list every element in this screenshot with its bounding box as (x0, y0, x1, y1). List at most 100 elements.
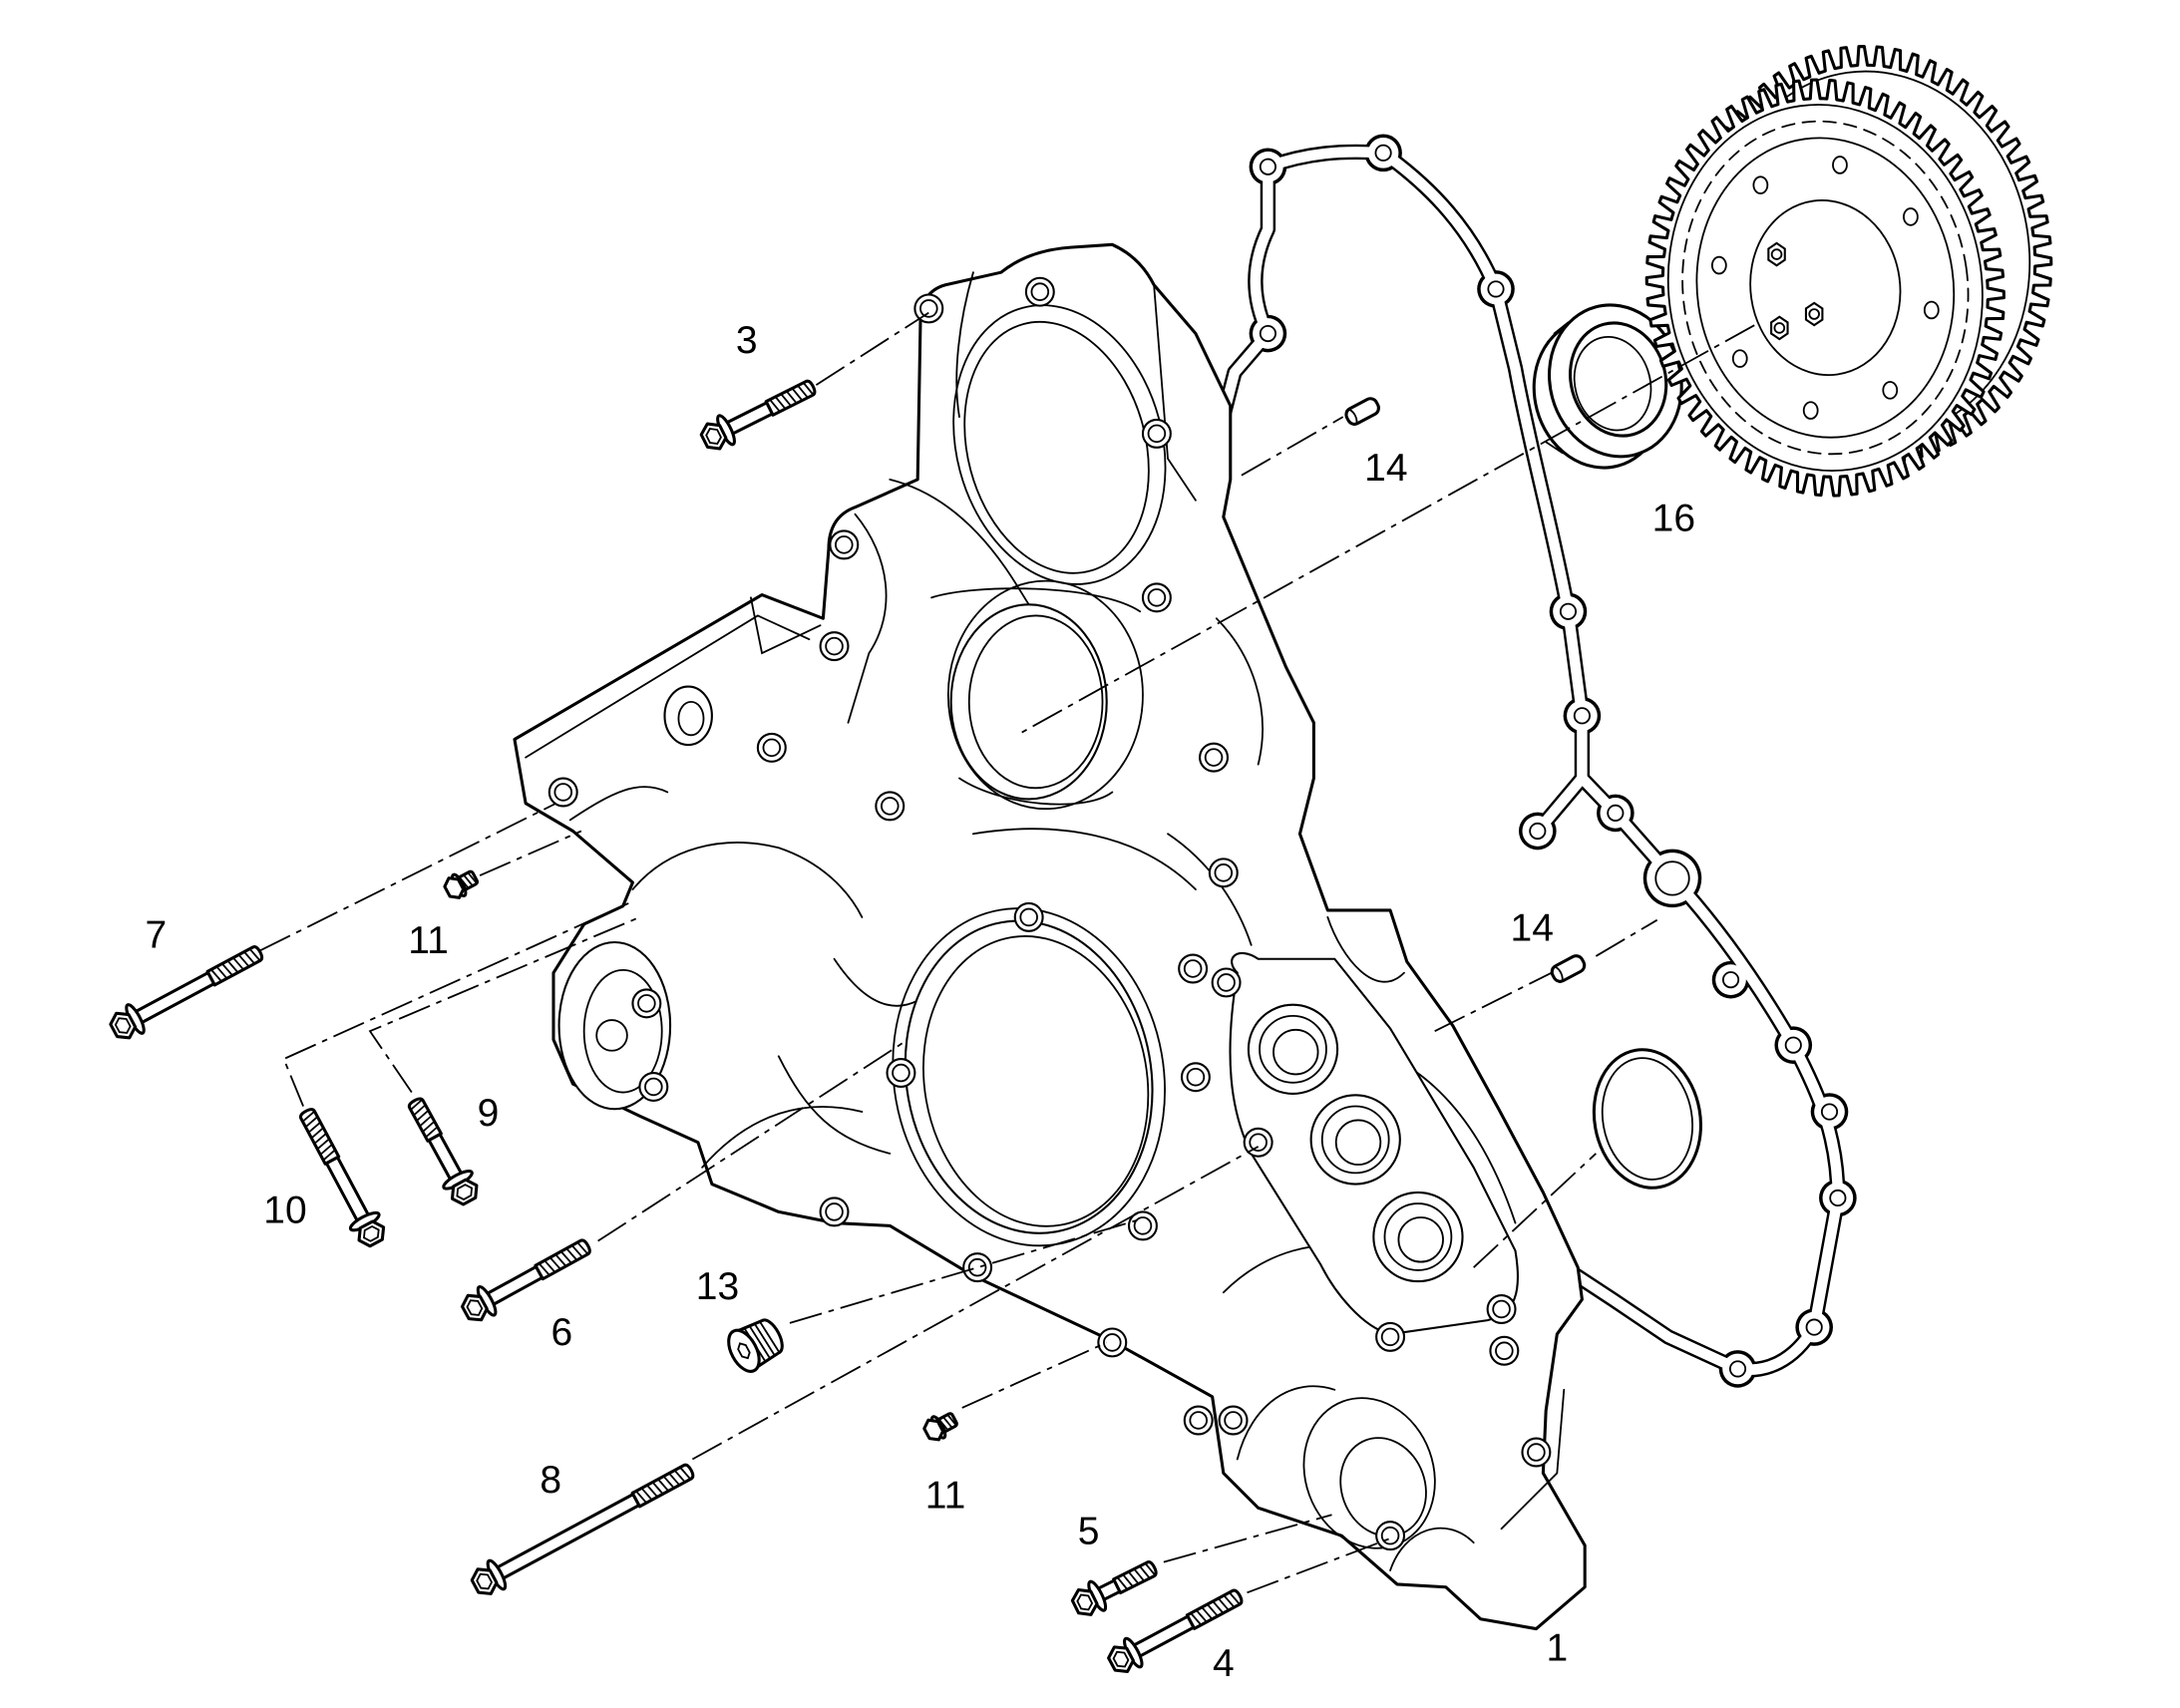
bolt-hole-boss (886, 1058, 916, 1089)
bolt-head-hex (109, 1011, 138, 1040)
bolt-head-hex (699, 422, 728, 451)
thread-line (415, 1109, 430, 1122)
bolt-hole (762, 738, 782, 758)
thread-line (946, 1413, 958, 1427)
bolt-head-face (1076, 1593, 1094, 1611)
callout-14-lower: 14 (1511, 907, 1554, 950)
upper-bore-outer (952, 304, 1167, 585)
gasket-lobe-faces (1253, 137, 1854, 1385)
bolt-hole (1492, 1299, 1511, 1319)
bolt-hole (1224, 1411, 1243, 1430)
thread-line (1138, 1564, 1151, 1579)
fasteners (109, 379, 1587, 1673)
thread-line (570, 1244, 583, 1258)
leader-line (961, 1341, 1108, 1409)
lower-bore-inner (922, 935, 1150, 1227)
leader-line (789, 1218, 1138, 1324)
bolt-hole-boss (1486, 1293, 1517, 1324)
cover-contour (568, 786, 669, 822)
cover-contour (1389, 1527, 1475, 1571)
callout-14-upper: 14 (1364, 447, 1407, 490)
middle-bore (949, 603, 1108, 801)
bolt-thread (1185, 1588, 1244, 1630)
thread-line (554, 1253, 567, 1267)
bolt-hole-boss (1489, 1335, 1520, 1366)
bolt-hole-boss (913, 293, 944, 324)
bolt-thread (534, 1238, 591, 1281)
gear-hub-hole (1808, 308, 1820, 320)
bolt-shank (324, 1156, 372, 1225)
thread-line (1201, 1606, 1214, 1620)
port-ring (1320, 1105, 1390, 1175)
gear-root-ring (1666, 104, 1984, 472)
plug-socket (737, 1342, 751, 1360)
dowel-pin-14-upper (1344, 397, 1380, 427)
callout-3: 3 (736, 319, 758, 362)
bolt-hole-boss (1127, 1210, 1158, 1241)
gear-hub-nut (1767, 241, 1786, 267)
gasket-lobe-face (1798, 1311, 1830, 1343)
thread-line (791, 387, 804, 402)
thread-line (1212, 1600, 1225, 1614)
bolt-head-face (456, 1184, 474, 1200)
cover-bolt-holes (547, 276, 1552, 1551)
gear-hub-ring (1749, 199, 1902, 377)
callout-13: 13 (696, 1265, 739, 1308)
bolt-5 (1070, 1560, 1158, 1616)
thread-line (662, 1475, 675, 1490)
thread-line (237, 953, 250, 968)
thread-line (313, 1132, 328, 1145)
gasket-lobe-face (1253, 318, 1283, 349)
gasket-lobe-face (1253, 151, 1283, 182)
thread-line (1116, 1576, 1129, 1591)
gasket-bolt-hole (1820, 1103, 1839, 1121)
leader-line (1241, 416, 1344, 477)
bolt-hole (637, 994, 656, 1013)
gasket-face (1207, 147, 1844, 1375)
leader-line (282, 902, 629, 1107)
thread-line (243, 950, 256, 965)
bolt-hole-boss (1141, 582, 1172, 613)
bolt-hole-boss (1211, 967, 1242, 998)
leader-line (368, 916, 640, 1094)
port-ring-outer (1309, 1094, 1401, 1186)
middle-bore-inner (967, 614, 1104, 790)
cover-contour (955, 271, 974, 419)
cover-contour (701, 1106, 864, 1169)
bolt-hole-boss (1218, 1405, 1249, 1436)
thread-line (1228, 1591, 1241, 1605)
thread-line (421, 1120, 436, 1133)
bolt-thread (1112, 1560, 1158, 1595)
gear-dashed-ring (1681, 120, 1970, 456)
middle-bore-boss (946, 579, 1144, 811)
gasket-lobe-face (1367, 137, 1399, 169)
bolt-thread (298, 1108, 341, 1166)
leader-line (597, 1041, 905, 1242)
bolt-head-hex (470, 1567, 499, 1595)
plug-11-lower (922, 1412, 958, 1442)
bolt-shank (1130, 1614, 1196, 1659)
bolt-hole-boss (1208, 857, 1239, 888)
bolt-hole-boss (1097, 1327, 1128, 1358)
gasket-bolt-hole (1829, 1189, 1847, 1207)
port-ring (1383, 1202, 1453, 1271)
callout-11-lower: 11 (925, 1474, 966, 1517)
bolt-hole (919, 299, 938, 318)
cover-contour (1500, 1388, 1566, 1531)
bolt-10 (298, 1108, 386, 1248)
callout-7: 7 (146, 914, 168, 957)
gear-hub-nut (1770, 315, 1789, 341)
bolt-head-face (476, 1572, 494, 1590)
leader-line (1247, 1537, 1391, 1594)
port-bore (1334, 1119, 1382, 1166)
thread-line (319, 1143, 334, 1156)
bolt-hole-boss (1141, 418, 1172, 449)
thread-line (634, 1490, 648, 1505)
bolt-hole (1189, 1411, 1208, 1430)
leader-lines (259, 311, 1658, 1594)
gasket-bolt-hole (1259, 158, 1276, 175)
callout-5: 5 (1078, 1511, 1100, 1553)
bolt-hole (825, 1202, 844, 1221)
gear-hub-nut (1804, 301, 1824, 327)
bolt-hole (1527, 1443, 1546, 1462)
